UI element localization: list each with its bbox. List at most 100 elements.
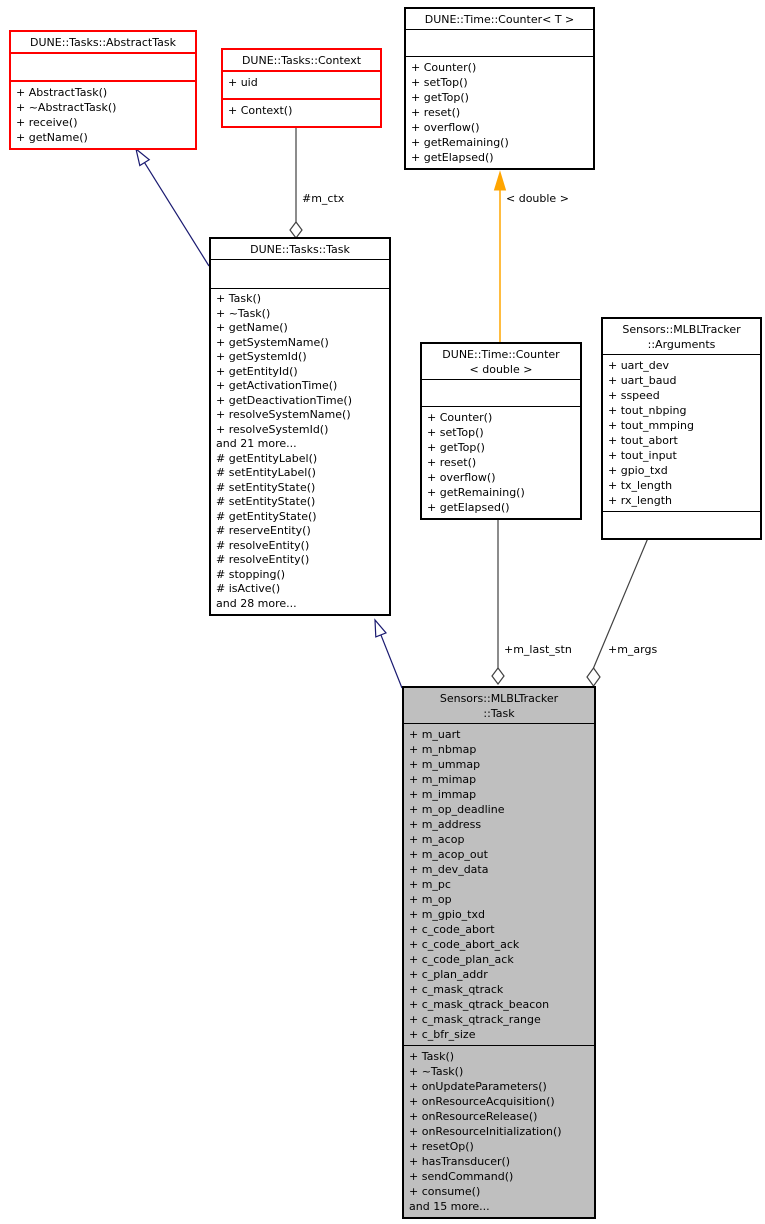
inheritance-arrowhead-icon [135,147,151,167]
member-row: # getEntityLabel() [216,451,318,465]
class-title: Sensors::MLBLTracker::Task [404,688,594,723]
member-row: + m_mimap [409,773,477,786]
member-row: + resolveSystemId() [216,422,329,436]
class-title: DUNE::Time::Counter< T > [406,9,593,29]
class-title-line: ::Arguments [647,338,716,351]
member-row: + m_acop_out [409,848,488,861]
member-row: + getActivationTime() [216,379,338,392]
member-row: # resolveEntity() [216,553,310,566]
member-row: + m_ummap [409,758,481,771]
member-row: + getSystemName() [216,335,329,349]
member-row: + ~Task() [409,1065,464,1078]
class-box-dune-tasks-abstracttask[interactable]: DUNE::Tasks::AbstractTask + AbstractTask… [9,30,197,150]
member-row: + m_dev_data [409,863,489,876]
class-box-sensors-mlbltracker-arguments[interactable]: Sensors::MLBLTracker::Arguments + uart_d… [601,317,762,540]
member-row: + overflow() [411,121,480,134]
class-attributes: + uart_dev+ uart_baud+ sspeed+ tout_nbpi… [603,354,760,511]
member-row: + getSystemId() [216,350,307,363]
member-row: + setTop() [427,426,484,439]
class-title: DUNE::Tasks::Context [223,50,380,70]
class-box-dune-time-counter-double[interactable]: DUNE::Time::Counter< double > + Counter(… [420,342,582,520]
member-row: + m_op_deadline [409,803,505,816]
member-row: and 21 more... [216,437,297,450]
class-box-dune-tasks-context[interactable]: DUNE::Tasks::Context + uid + Context() [221,48,382,128]
member-row: + m_op [409,893,452,906]
member-row: + getDeactivationTime() [216,393,352,407]
member-row: + uid [228,76,258,89]
member-row: + m_pc [409,878,451,891]
member-row: + setTop() [411,76,468,89]
member-row: + c_code_abort [409,923,495,936]
member-row: + c_mask_qtrack [409,983,504,996]
member-row: + tx_length [608,479,673,492]
member-row: + tout_nbping [608,404,687,417]
class-title-line: < double > [469,363,533,376]
aggregation-diamond-icon [289,221,303,239]
member-row: + getName() [216,321,288,334]
class-title-line: DUNE::Tasks::Task [250,243,350,256]
edge-label-m-args: +m_args [608,643,658,656]
class-attributes [406,29,593,56]
class-title: DUNE::Time::Counter< double > [422,344,580,379]
class-title: DUNE::Tasks::AbstractTask [11,32,195,52]
member-row: # setEntityLabel() [216,466,316,479]
class-title-line: ::Task [483,707,515,720]
member-row: + hasTransducer() [409,1155,511,1168]
member-row: + onUpdateParameters() [409,1080,547,1093]
member-row: + resetOp() [409,1140,474,1153]
member-row: # isActive() [216,582,281,595]
class-box-dune-tasks-task[interactable]: DUNE::Tasks::Task + Task()+ ~Task()+ get… [209,237,391,616]
class-methods: + Counter() + setTop() + getTop() + reset()… [406,56,593,168]
class-title-line: DUNE::Tasks::AbstractTask [30,36,176,49]
class-title: Sensors::MLBLTracker::Arguments [603,319,760,354]
member-row: + tout_input [608,449,677,462]
member-row: # setEntityState() [216,495,316,508]
member-row: + reset() [411,106,461,119]
class-methods: + Context() [223,98,380,126]
aggregation-diamond-icon [586,666,601,688]
edge-label-m-last-stn: +m_last_stn [504,643,572,656]
member-row: and 15 more... [409,1200,490,1213]
member-row: # getEntityState() [216,509,317,523]
member-row: # resolveEntity() [216,538,310,552]
class-attributes [11,52,195,80]
member-row: + sendCommand() [409,1170,514,1183]
member-row: + gpio_txd [608,464,668,477]
class-attributes: + uid [223,70,380,98]
member-row: + uart_baud [608,374,677,387]
member-row: + Counter() [411,61,477,74]
template-arrowhead-icon [493,170,507,191]
member-row: + receive() [16,116,78,129]
class-box-dune-time-counter-t[interactable]: DUNE::Time::Counter< T > + Counter()+ se… [404,7,595,170]
edge-label-m-ctx: #m_ctx [302,192,345,205]
member-row: + getRemaining() [411,136,509,149]
edge-label-template-double: < double > [506,192,569,205]
class-methods: + Task()+ ~Task()+ getName()+ getSystemN… [211,288,389,614]
member-row: + m_address [409,818,482,831]
member-row: + tout_mmping [608,419,694,432]
member-row: + rx_length [608,494,673,507]
member-row: + getName() [16,131,88,144]
class-methods: + Counter()+ setTop()+ getTop()+ reset()… [422,406,580,518]
member-row: + getTop() [411,91,469,104]
member-row: + Task() [216,292,262,305]
member-row: + m_nbmap [409,743,477,756]
member-row: + m_acop [409,833,465,846]
member-row: + reset() [427,456,477,469]
member-row: # setEntityState() [216,480,316,494]
inheritance-arrowhead-icon [374,618,388,638]
member-row: + getEntityId() [216,364,298,378]
member-row: + resolveSystemName() [216,408,351,421]
member-row: + c_mask_qtrack_range [409,1013,541,1026]
member-row: + Counter() [427,411,493,424]
member-row: + getElapsed() [427,501,510,514]
member-row: + c_plan_addr [409,968,488,981]
aggregation-diamond-icon [491,667,505,685]
member-row: + Task() [409,1050,455,1063]
class-attributes [422,379,580,406]
inheritance-edge-mlbltask-to-task [380,634,403,689]
member-row: # stopping() [216,567,286,581]
member-row: + Context() [228,104,293,117]
class-box-sensors-mlbltracker-task[interactable]: Sensors::MLBLTracker::Task + m_uart+ m_n… [402,686,596,1219]
member-row: + c_mask_qtrack_beacon [409,998,550,1011]
